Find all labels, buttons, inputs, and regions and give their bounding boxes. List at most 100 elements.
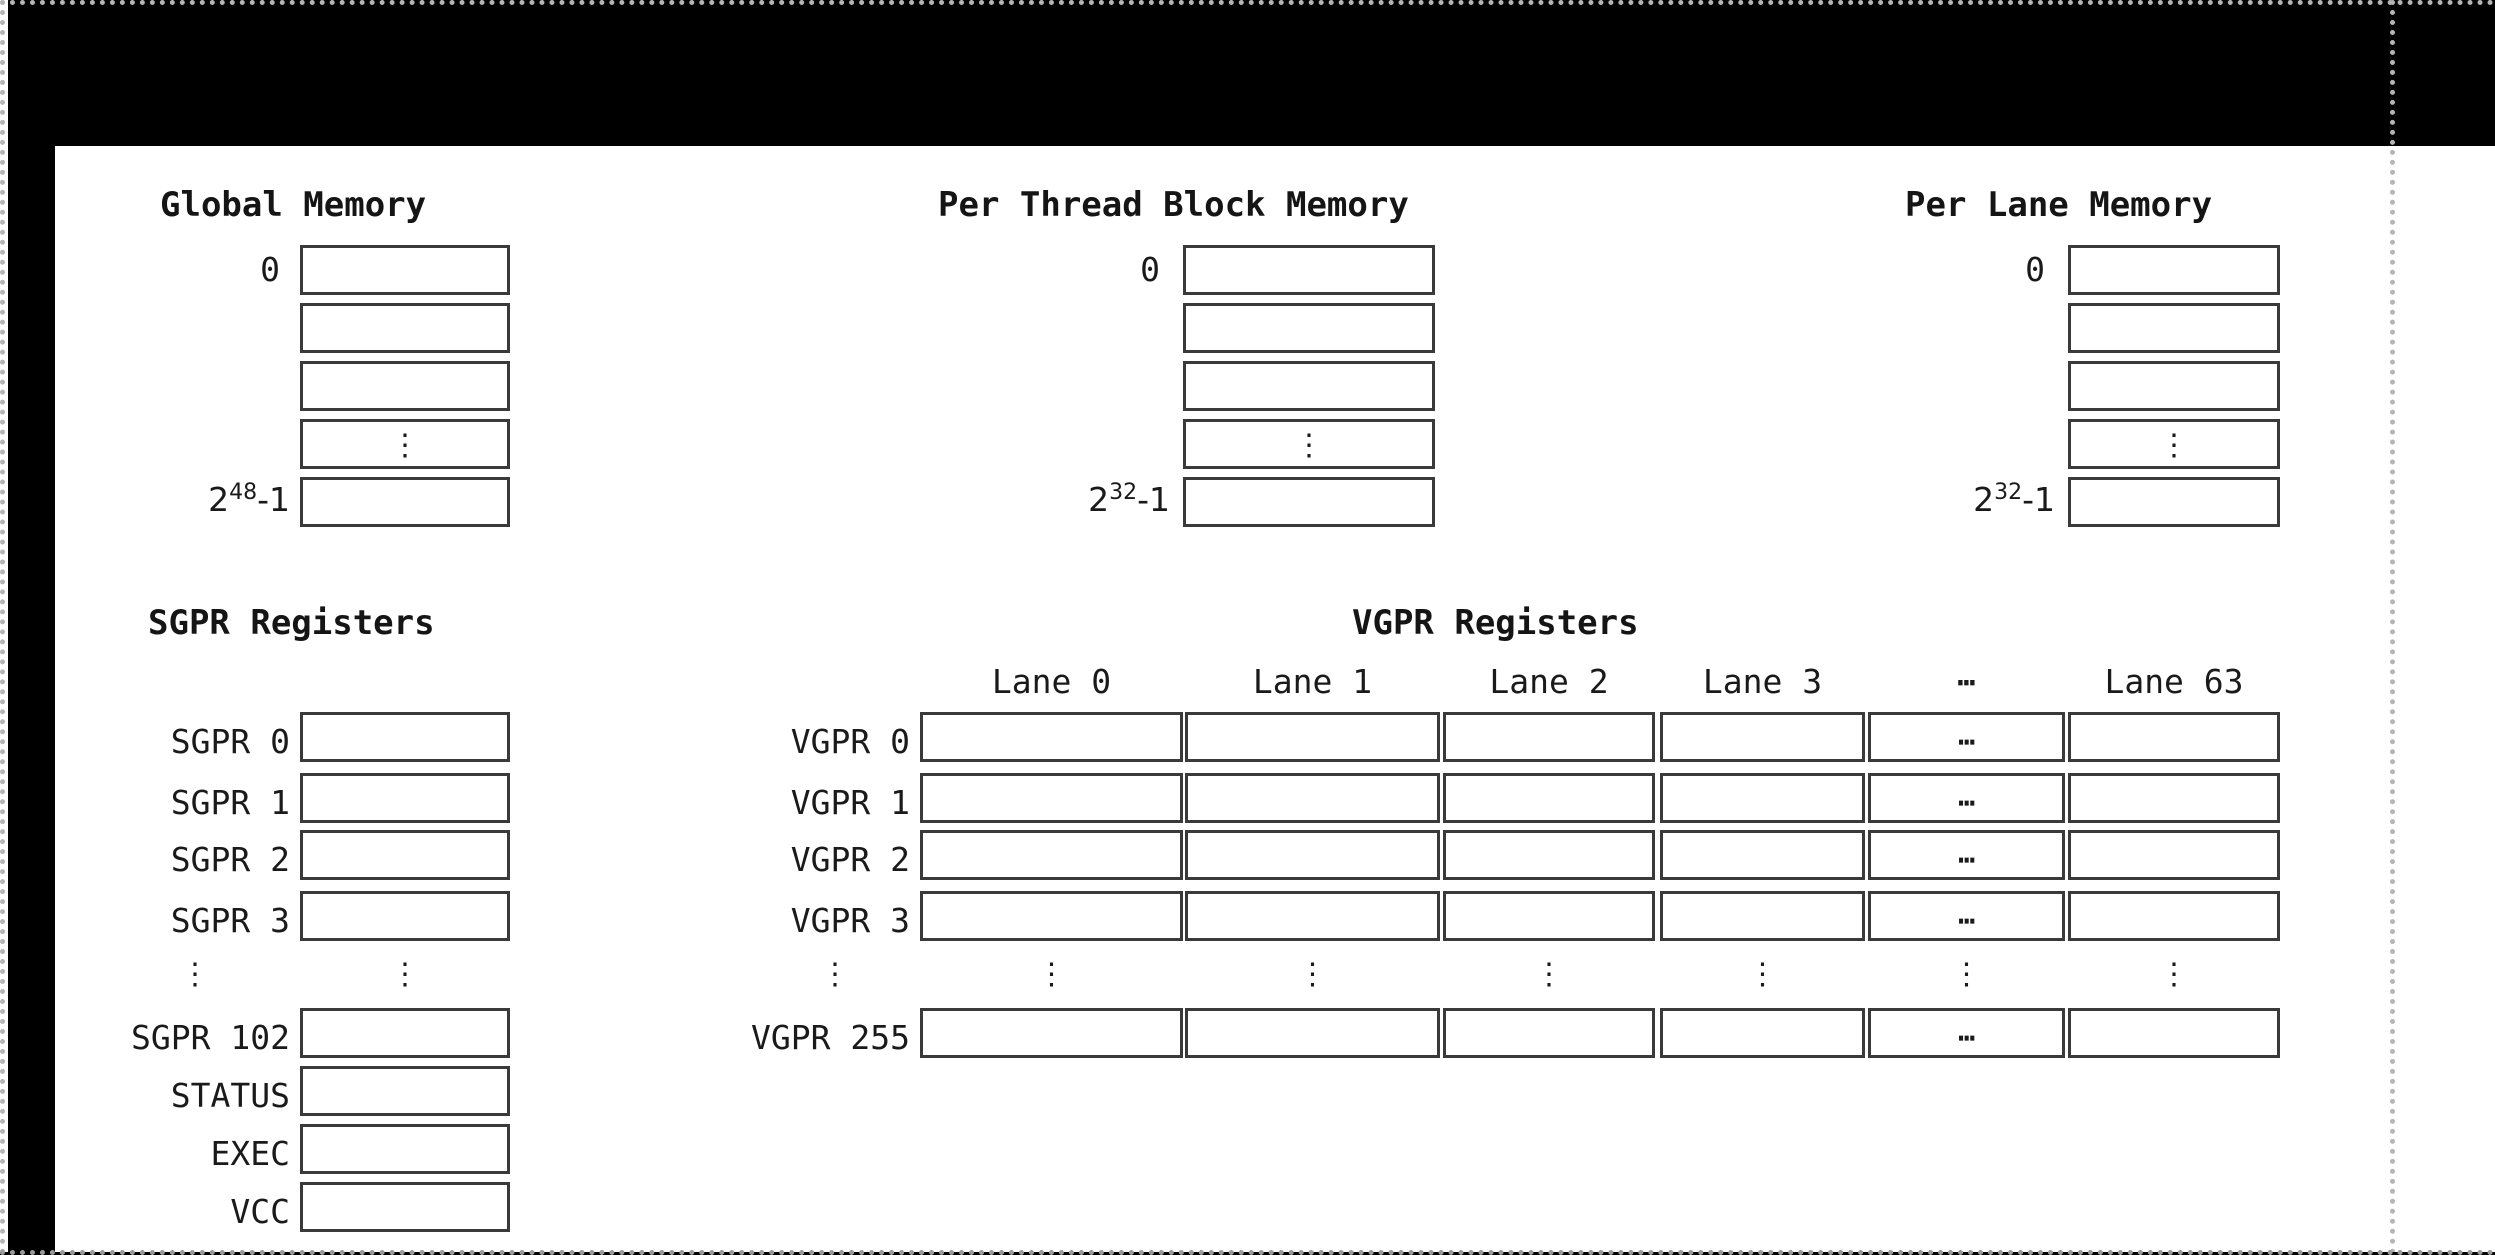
lane-memory-top-index: 0 — [2025, 250, 2045, 289]
sgpr-cell-3[interactable] — [300, 891, 510, 941]
lane-memory-cell-1[interactable] — [2068, 303, 2280, 353]
thread-block-memory-cell-last[interactable] — [1183, 477, 1435, 527]
vgpr-cell-r255-lane3[interactable] — [1660, 1008, 1865, 1058]
vgpr-cell-r0-ellipsis[interactable] — [1868, 712, 2065, 762]
thread-block-memory-bottom-exponent: 32 — [1109, 480, 1138, 505]
vgpr-cell-r1-lane1[interactable] — [1185, 773, 1440, 823]
thread-block-memory-bottom-base: 2 — [1088, 480, 1110, 519]
vgpr-cell-r255-lane1[interactable] — [1185, 1008, 1440, 1058]
vgpr-cell-r255-lane63[interactable] — [2068, 1008, 2280, 1058]
global-memory-cell-0[interactable] — [300, 245, 510, 295]
vgpr-column-header-lane-63: Lane 63 — [2104, 662, 2244, 701]
vgpr-cell-r255-ellipsis-glyph: ⋯ — [1958, 1021, 1975, 1054]
lane-memory-cell-last[interactable] — [2068, 477, 2280, 527]
sgpr-cell-1[interactable] — [300, 773, 510, 823]
vgpr-row-label-3: VGPR 3 — [790, 901, 910, 940]
thread-block-memory-vertical-ellipsis: ⋮ — [1294, 428, 1324, 463]
global-memory-bottom-exponent: 48 — [229, 480, 258, 505]
vgpr-column-header-ellipsis: ⋯ — [1957, 665, 1976, 700]
vgpr-row-ellipsis-lane3: ⋮ — [1747, 957, 1778, 992]
vgpr-cell-r0-lane0[interactable] — [920, 712, 1183, 762]
sgpr-row-label-exec: EXEC — [210, 1134, 290, 1173]
vgpr-cell-r2-lane63[interactable] — [2068, 830, 2280, 880]
global-memory-cell-2[interactable] — [300, 361, 510, 411]
vgpr-cell-r2-lane2[interactable] — [1443, 830, 1655, 880]
vgpr-column-header-lane-1: Lane 1 — [1252, 662, 1373, 701]
vgpr-cell-r255-lane0[interactable] — [920, 1008, 1183, 1058]
vgpr-row-ellipsis-dots-column: ⋮ — [1951, 957, 1982, 992]
vgpr-cell-r2-lane3[interactable] — [1660, 830, 1865, 880]
vgpr-row-ellipsis-label: ⋮ — [820, 957, 850, 992]
sgpr-cell-2[interactable] — [300, 830, 510, 880]
vgpr-cell-r2-lane0[interactable] — [920, 830, 1183, 880]
vgpr-cell-r1-lane0[interactable] — [920, 773, 1183, 823]
vgpr-registers-title: VGPR Registers — [1352, 603, 1639, 643]
thread-block-memory-cell-1[interactable] — [1183, 303, 1435, 353]
viewport-guide-bottom — [0, 1250, 2495, 1255]
vgpr-row-label-255: VGPR 255 — [751, 1018, 910, 1057]
backdrop-left-gutter — [8, 146, 55, 1255]
vgpr-cell-r3-lane2[interactable] — [1443, 891, 1655, 941]
lane-memory-cell-0[interactable] — [2068, 245, 2280, 295]
vgpr-cell-r1-lane2[interactable] — [1443, 773, 1655, 823]
sgpr-row-label-status: STATUS — [170, 1076, 290, 1115]
backdrop-top-band — [8, 0, 2495, 146]
thread-block-memory-title: Per Thread Block Memory — [938, 185, 1409, 225]
viewport-guide-top — [0, 0, 2495, 5]
lane-memory-bottom-tail: -1 — [2022, 480, 2055, 519]
vgpr-cell-r3-ellipsis-glyph: ⋯ — [1958, 904, 1975, 937]
sgpr-cell-ellipsis: ⋮ — [390, 957, 420, 992]
global-memory-cell-last[interactable] — [300, 477, 510, 527]
lane-memory-bottom-base: 2 — [1973, 480, 1995, 519]
vgpr-cell-r3-lane3[interactable] — [1660, 891, 1865, 941]
vgpr-cell-r0-ellipsis-glyph: ⋯ — [1958, 725, 1975, 758]
sgpr-cell-102[interactable] — [300, 1008, 510, 1058]
viewport-guide-right — [2390, 0, 2395, 1255]
global-memory-top-index: 0 — [260, 250, 280, 289]
global-memory-vertical-ellipsis: ⋮ — [390, 428, 420, 463]
sgpr-cell-0[interactable] — [300, 712, 510, 762]
vgpr-cell-r1-lane63[interactable] — [2068, 773, 2280, 823]
vgpr-cell-r1-ellipsis[interactable] — [1868, 773, 2065, 823]
sgpr-row-label-1: SGPR 1 — [170, 783, 290, 822]
vgpr-cell-r3-lane0[interactable] — [920, 891, 1183, 941]
global-memory-cell-1[interactable] — [300, 303, 510, 353]
vgpr-cell-r255-lane2[interactable] — [1443, 1008, 1655, 1058]
thread-block-memory-top-index: 0 — [1140, 250, 1160, 289]
lane-memory-title: Per Lane Memory — [1905, 185, 2213, 225]
thread-block-memory-bottom-tail: -1 — [1137, 480, 1170, 519]
sgpr-row-label-102: SGPR 102 — [131, 1018, 290, 1057]
lane-memory-cell-2[interactable] — [2068, 361, 2280, 411]
sgpr-label-ellipsis: ⋮ — [180, 957, 210, 992]
vgpr-row-label-0: VGPR 0 — [790, 722, 910, 761]
global-memory-title: Global Memory — [160, 185, 427, 225]
vgpr-cell-r2-ellipsis[interactable] — [1868, 830, 2065, 880]
global-memory-bottom-index: 248-1 — [130, 480, 290, 519]
global-memory-bottom-tail: -1 — [257, 480, 290, 519]
thread-block-memory-cell-2[interactable] — [1183, 361, 1435, 411]
vgpr-cell-r1-ellipsis-glyph: ⋯ — [1958, 786, 1975, 819]
thread-block-memory-cell-ellipsis[interactable] — [1183, 419, 1435, 469]
vgpr-column-header-lane-3: Lane 3 — [1702, 662, 1823, 701]
vgpr-cell-r1-lane3[interactable] — [1660, 773, 1865, 823]
vgpr-cell-r3-lane63[interactable] — [2068, 891, 2280, 941]
thread-block-memory-cell-0[interactable] — [1183, 245, 1435, 295]
vgpr-cell-r0-lane63[interactable] — [2068, 712, 2280, 762]
vgpr-cell-r2-lane1[interactable] — [1185, 830, 1440, 880]
vgpr-row-label-2: VGPR 2 — [790, 840, 910, 879]
vgpr-cell-r0-lane3[interactable] — [1660, 712, 1865, 762]
sgpr-cell-vcc[interactable] — [300, 1182, 510, 1232]
global-memory-bottom-base: 2 — [208, 480, 230, 519]
vgpr-column-header-lane-2: Lane 2 — [1489, 662, 1609, 701]
lane-memory-cell-ellipsis[interactable] — [2068, 419, 2280, 469]
vgpr-cell-r255-ellipsis[interactable] — [1868, 1008, 2065, 1058]
sgpr-registers-title: SGPR Registers — [148, 603, 435, 643]
sgpr-cell-exec[interactable] — [300, 1124, 510, 1174]
global-memory-cell-ellipsis[interactable] — [300, 419, 510, 469]
vgpr-cell-r0-lane2[interactable] — [1443, 712, 1655, 762]
vgpr-cell-r3-ellipsis[interactable] — [1868, 891, 2065, 941]
sgpr-cell-status[interactable] — [300, 1066, 510, 1116]
vgpr-cell-r3-lane1[interactable] — [1185, 891, 1440, 941]
vgpr-cell-r0-lane1[interactable] — [1185, 712, 1440, 762]
